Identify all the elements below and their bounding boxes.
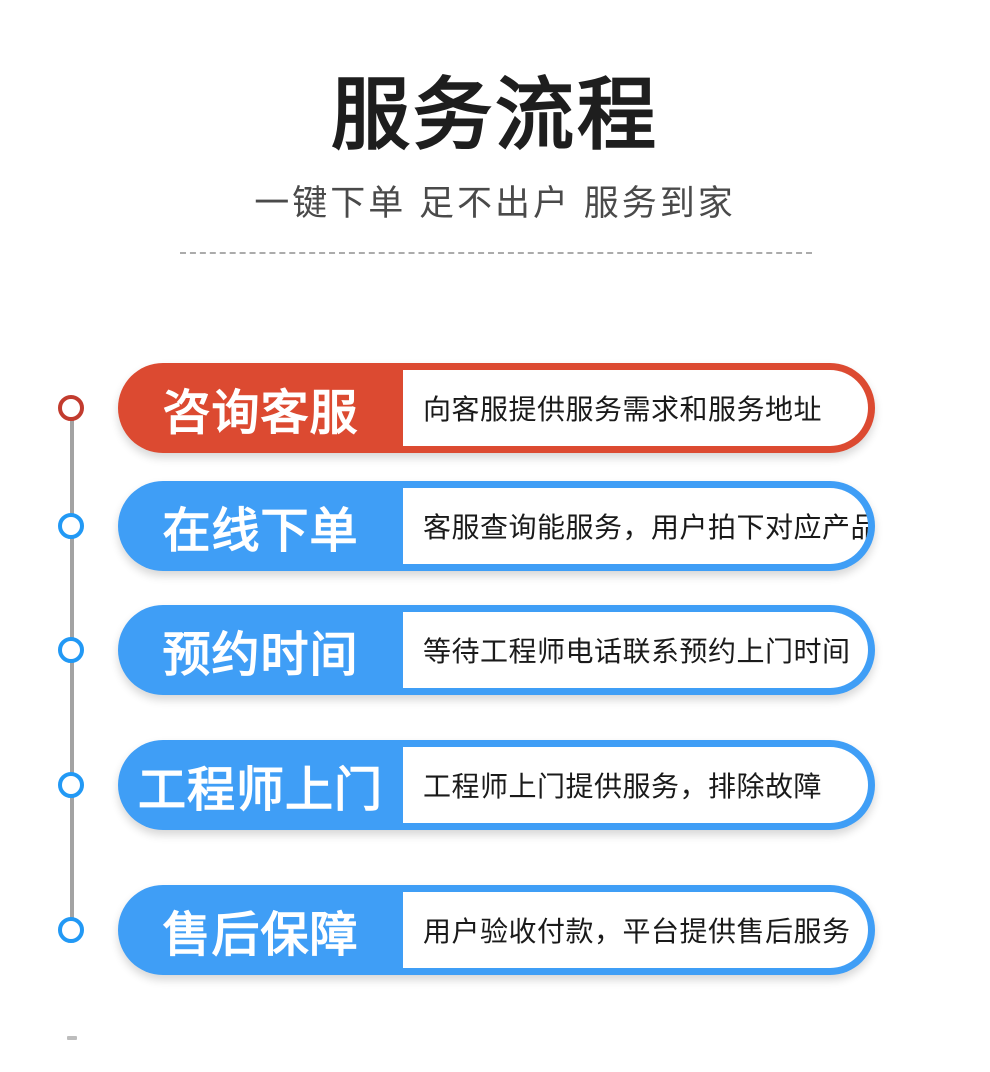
dashed-divider [180,252,812,254]
step-row: 咨询客服 向客服提供服务需求和服务地址 [0,363,990,453]
step-description: 用户验收付款，平台提供售后服务 [423,916,851,947]
step-row: 售后保障 用户验收付款，平台提供售后服务 [0,885,990,975]
step-label: 售后保障 [162,909,359,962]
timeline-dot-icon [58,513,84,539]
header: 服务流程 一键下单 足不出户 服务到家 [0,0,990,226]
step-description: 客服查询能服务，用户拍下对应产品 [423,512,868,543]
timeline-dot-icon [58,637,84,663]
timeline-dot-icon [58,395,84,421]
step-row: 预约时间 等待工程师电话联系预约上门时间 [0,605,990,695]
step-card: 在线下单 客服查询能服务，用户拍下对应产品 [118,481,875,571]
step-description-area: 工程师上门提供服务，排除故障 [403,747,868,823]
step-description: 向客服提供服务需求和服务地址 [423,394,823,425]
step-description-area: 向客服提供服务需求和服务地址 [403,370,868,446]
step-card: 工程师上门 工程师上门提供服务，排除故障 [118,740,875,830]
step-label: 预约时间 [162,629,359,682]
step-description-area: 客服查询能服务，用户拍下对应产品 [403,488,868,564]
page-title: 服务流程 [331,70,659,159]
step-card: 预约时间 等待工程师电话联系预约上门时间 [118,605,875,695]
step-row: 在线下单 客服查询能服务，用户拍下对应产品 [0,481,990,571]
step-card: 咨询客服 向客服提供服务需求和服务地址 [118,363,875,453]
timeline-dot-icon [58,917,84,943]
step-description-area: 等待工程师电话联系预约上门时间 [403,612,868,688]
step-description: 等待工程师电话联系预约上门时间 [423,636,851,667]
step-description: 工程师上门提供服务，排除故障 [423,771,823,802]
timeline-line [70,408,74,930]
step-label: 工程师上门 [137,764,383,817]
step-label: 咨询客服 [162,387,359,440]
step-row: 工程师上门 工程师上门提供服务，排除故障 [0,740,990,830]
step-description-area: 用户验收付款，平台提供售后服务 [403,892,868,968]
timeline-dot-icon [58,772,84,798]
step-label: 在线下单 [162,505,359,558]
step-card: 售后保障 用户验收付款，平台提供售后服务 [118,885,875,975]
stray-mark [67,1036,77,1040]
page-subtitle: 一键下单 足不出户 服务到家 [254,183,736,223]
